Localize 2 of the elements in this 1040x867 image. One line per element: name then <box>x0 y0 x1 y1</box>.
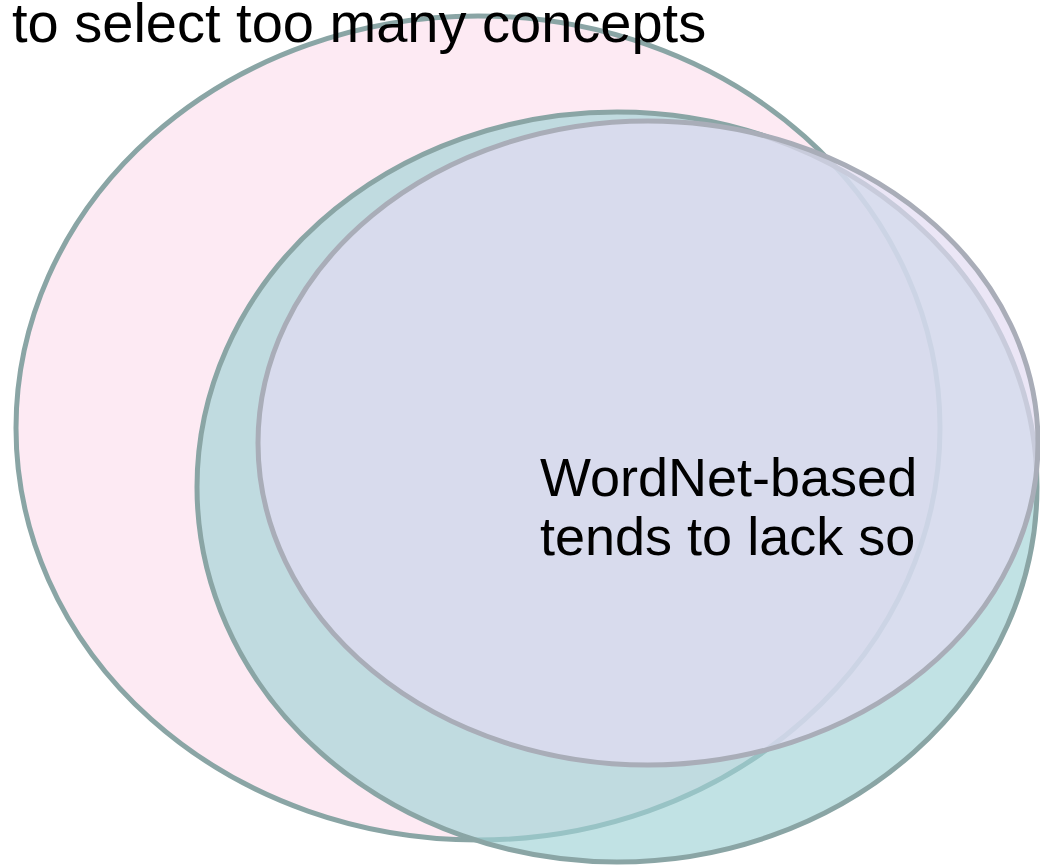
venn-label: to select too many concepts <box>12 0 708 54</box>
venn-label: WordNet-based tends to lack so <box>540 448 919 567</box>
